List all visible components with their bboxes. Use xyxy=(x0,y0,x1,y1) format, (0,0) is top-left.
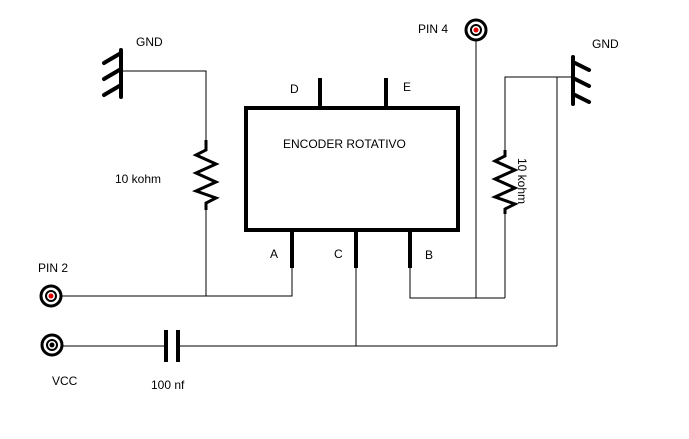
pin2-connector-icon xyxy=(39,284,63,308)
wire-b-to-pin4 xyxy=(409,268,505,299)
gnd-left-label: GND xyxy=(136,35,163,49)
encoder-pin-b-label: B xyxy=(425,248,433,262)
gnd-right-label: GND xyxy=(592,37,619,51)
encoder-pin-d-label: D xyxy=(290,82,299,96)
encoder-body xyxy=(244,106,460,232)
resistor-left xyxy=(191,140,220,210)
capacitor-symbol xyxy=(164,330,180,362)
gnd-left-symbol xyxy=(102,48,123,99)
encoder-pin-a-label: A xyxy=(270,247,278,261)
wire-gnd-left xyxy=(121,70,207,140)
pin4-connector-icon xyxy=(464,18,488,42)
wire-pin2-to-a xyxy=(62,268,293,297)
wire-gnd-right xyxy=(504,76,573,150)
capacitor-label: 100 nf xyxy=(151,378,185,392)
resistor-right xyxy=(490,150,519,214)
encoder-title: ENCODER ROTATIVO xyxy=(283,137,406,151)
gnd-right-symbol xyxy=(571,55,591,106)
pin4-label: PIN 4 xyxy=(418,22,448,36)
resistor-right-label: 10 kohm xyxy=(515,158,529,204)
pin2-label: PIN 2 xyxy=(38,261,68,275)
vcc-connector-icon xyxy=(40,333,64,357)
encoder-pin-c-label: C xyxy=(334,247,343,261)
encoder-pin-e-label: E xyxy=(403,80,411,94)
resistor-left-label: 10 kohm xyxy=(115,172,161,186)
vcc-label: VCC xyxy=(52,374,78,388)
